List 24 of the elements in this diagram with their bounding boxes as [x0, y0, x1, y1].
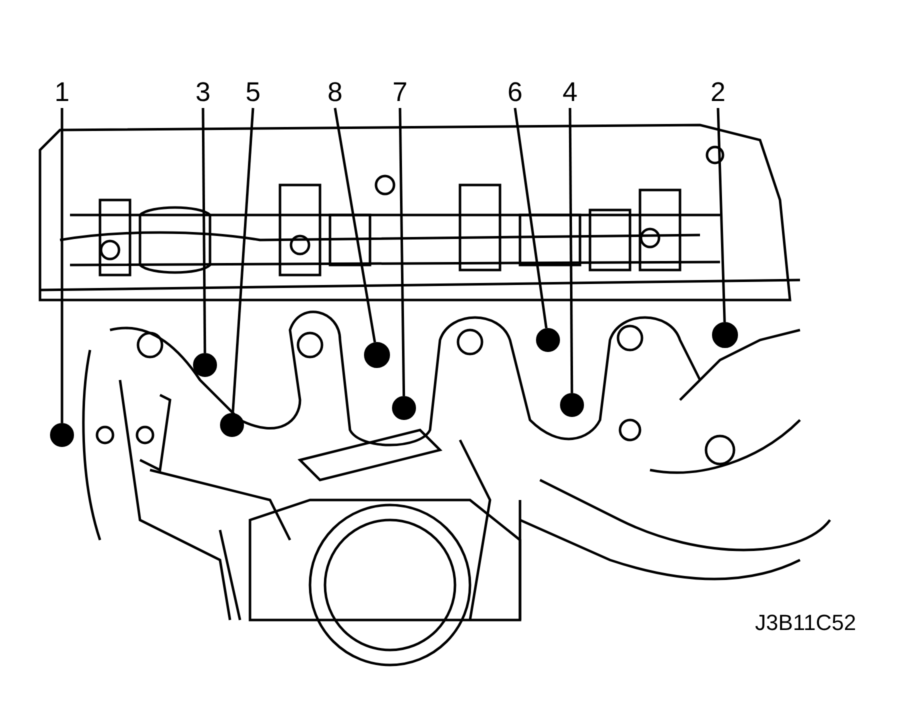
- nut: [364, 342, 390, 368]
- leader-line: [568, 108, 574, 393]
- callout-number: 5: [241, 78, 265, 106]
- leader-line: [232, 108, 254, 414]
- leader-line: [398, 108, 406, 396]
- leader-line: [514, 108, 548, 328]
- nut: [193, 353, 217, 377]
- figure-code: J3B11C52: [755, 610, 856, 636]
- leader-line: [60, 108, 64, 423]
- nut: [50, 423, 74, 447]
- callout-number: 2: [706, 78, 730, 106]
- leader-line: [202, 108, 206, 353]
- nut: [536, 328, 560, 352]
- nut: [392, 396, 416, 420]
- callout-number: 3: [191, 78, 215, 106]
- callout-number: 1: [50, 78, 74, 106]
- callout-number: 6: [503, 78, 527, 106]
- leader-line: [716, 108, 726, 322]
- nut: [220, 413, 244, 437]
- callout-number: 7: [388, 78, 412, 106]
- callout-number: 4: [558, 78, 582, 106]
- nut: [712, 322, 738, 348]
- callout-number: 8: [323, 78, 347, 106]
- nut: [560, 393, 584, 417]
